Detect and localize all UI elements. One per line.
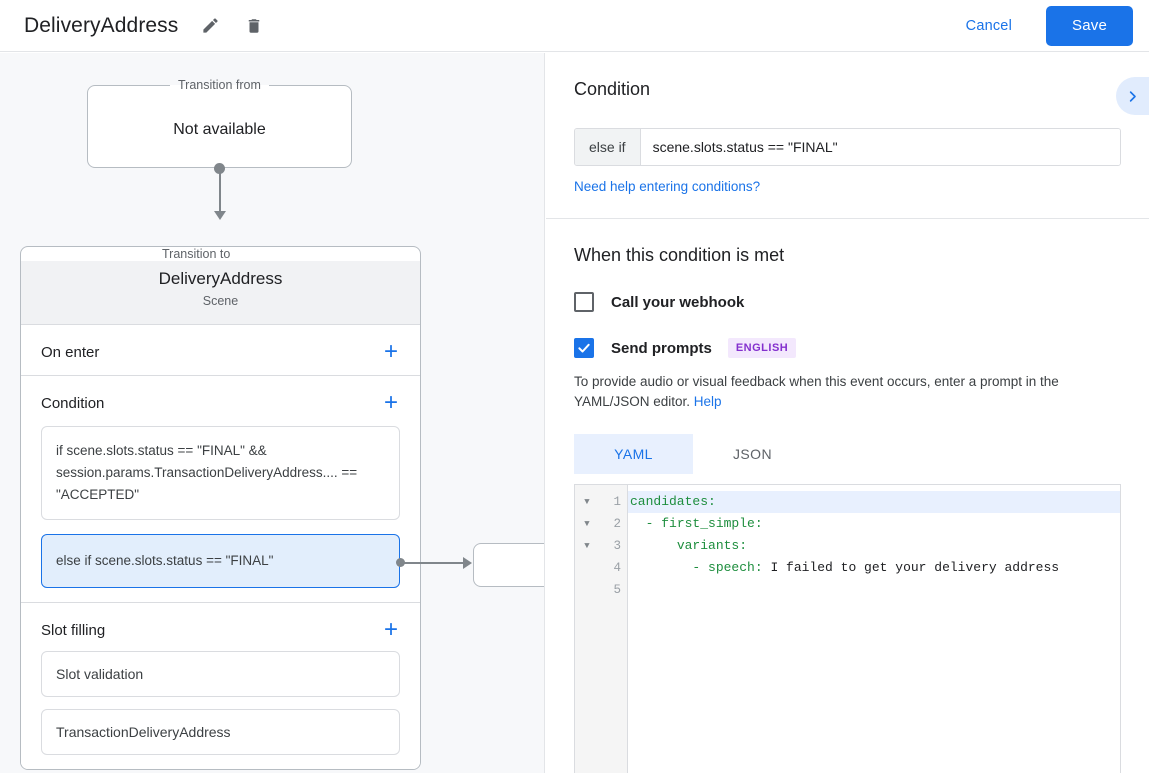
add-slot-icon[interactable]: + bbox=[383, 616, 398, 643]
when-condition-met-title: When this condition is met bbox=[574, 245, 785, 265]
condition-section: Condition else if Need help entering con… bbox=[546, 53, 1149, 219]
editor-code-area[interactable]: candidates: - first_simple: variants: - … bbox=[628, 485, 1120, 773]
add-condition-icon[interactable]: + bbox=[383, 389, 398, 416]
gutter-line: ▼2 bbox=[575, 513, 627, 535]
connector-arrow-down bbox=[214, 211, 226, 220]
send-prompts-label: Send prompts bbox=[611, 339, 712, 357]
transition-to-legend: Transition to bbox=[162, 247, 231, 261]
page-title: DeliveryAddress bbox=[24, 13, 179, 37]
top-app-bar: DeliveryAddress Cancel Save bbox=[0, 0, 1149, 52]
save-button[interactable]: Save bbox=[1046, 5, 1133, 46]
chevron-right-icon[interactable] bbox=[1116, 77, 1149, 115]
line-number: 2 bbox=[613, 517, 621, 531]
scene-header: DeliveryAddress Scene bbox=[21, 261, 420, 324]
code-line: - speech: I failed to get your delivery … bbox=[692, 560, 1060, 575]
condition-item[interactable]: if scene.slots.status == "FINAL" && sess… bbox=[41, 426, 400, 520]
tab-yaml[interactable]: YAML bbox=[574, 434, 693, 474]
details-panel: Condition else if Need help entering con… bbox=[546, 53, 1149, 773]
scene-name: DeliveryAddress bbox=[158, 269, 283, 288]
line-number: 3 bbox=[613, 539, 621, 553]
cancel-button[interactable]: Cancel bbox=[950, 10, 1028, 42]
language-badge: ENGLISH bbox=[727, 338, 797, 358]
editor-gutter: ▼1 ▼2 ▼3 4 5 bbox=[575, 485, 628, 773]
condition-section-title: Condition bbox=[574, 79, 651, 99]
condition-prefix-label: else if bbox=[575, 129, 641, 165]
condition-item-selected[interactable]: else if scene.slots.status == "FINAL" bbox=[41, 534, 400, 588]
prompts-hint: To provide audio or visual feedback when… bbox=[574, 372, 1121, 412]
prompts-help-link[interactable]: Help bbox=[693, 394, 722, 409]
transition-from-value: Not available bbox=[173, 120, 266, 138]
connector-arrow-right bbox=[463, 557, 472, 569]
send-prompts-row[interactable]: Send prompts ENGLISH bbox=[574, 338, 1121, 358]
connector-line-vertical bbox=[219, 168, 221, 213]
section-slot-filling: Slot filling + Slot validation Transacti… bbox=[21, 602, 420, 769]
add-on-enter-icon[interactable]: + bbox=[383, 338, 398, 365]
gutter-line: ▼3 bbox=[575, 535, 627, 557]
section-title-slot-filling: Slot filling bbox=[41, 621, 106, 639]
code-line: candidates: bbox=[628, 491, 1120, 513]
connector-dot-condition bbox=[396, 558, 405, 567]
scene-graph-canvas[interactable]: Transition from Not available Transition… bbox=[0, 53, 545, 773]
editor-format-tabs: YAML JSON bbox=[574, 434, 1121, 474]
fold-arrow-icon[interactable]: ▼ bbox=[584, 519, 590, 529]
fold-arrow-icon[interactable]: ▼ bbox=[584, 541, 590, 551]
gutter-line: ▼1 bbox=[575, 491, 627, 513]
transition-from-legend: Transition from bbox=[178, 78, 261, 92]
pencil-icon[interactable] bbox=[196, 12, 224, 40]
tab-json[interactable]: JSON bbox=[733, 446, 772, 462]
topbar-actions: Cancel Save bbox=[950, 5, 1133, 46]
condition-expression-input[interactable] bbox=[640, 129, 1120, 165]
webhook-row[interactable]: Call your webhook bbox=[574, 292, 1121, 312]
line-number: 1 bbox=[613, 495, 621, 509]
call-webhook-label: Call your webhook bbox=[611, 293, 745, 311]
send-prompts-checkbox[interactable] bbox=[574, 338, 594, 358]
fold-arrow-icon[interactable]: ▼ bbox=[584, 497, 590, 507]
section-title-on-enter: On enter bbox=[41, 343, 100, 361]
section-condition: Condition + if scene.slots.status == "FI… bbox=[21, 375, 420, 602]
condition-help-link[interactable]: Need help entering conditions? bbox=[574, 179, 761, 194]
slot-item-validation[interactable]: Slot validation bbox=[41, 651, 400, 697]
transition-to-node[interactable]: Transition to DeliveryAddress Scene On e… bbox=[20, 246, 421, 770]
code-line: variants: bbox=[676, 538, 748, 553]
gutter-line: 4 bbox=[575, 557, 627, 579]
code-line: - first_simple: bbox=[645, 516, 763, 531]
when-condition-met-section: When this condition is met Call your web… bbox=[546, 219, 1149, 773]
prompt-code-editor[interactable]: ▼1 ▼2 ▼3 4 5 candidates: - first_simple:… bbox=[574, 484, 1121, 773]
section-title-condition: Condition bbox=[41, 394, 105, 412]
section-on-enter: On enter + bbox=[21, 324, 420, 375]
transition-from-node[interactable]: Transition from Not available bbox=[87, 78, 352, 168]
slot-item-transaction[interactable]: TransactionDeliveryAddress bbox=[41, 709, 400, 755]
trash-icon[interactable] bbox=[240, 12, 268, 40]
line-number: 4 bbox=[613, 561, 621, 575]
call-webhook-checkbox[interactable] bbox=[574, 292, 594, 312]
prompts-hint-text: To provide audio or visual feedback when… bbox=[574, 374, 1059, 409]
code-line bbox=[628, 579, 1120, 601]
scene-type: Scene bbox=[202, 294, 239, 308]
condition-input-group[interactable]: else if bbox=[574, 128, 1121, 166]
line-number: 5 bbox=[613, 583, 621, 597]
target-node-stub[interactable] bbox=[473, 543, 544, 587]
gutter-line: 5 bbox=[575, 579, 627, 601]
connector-line-horizontal bbox=[404, 562, 466, 564]
